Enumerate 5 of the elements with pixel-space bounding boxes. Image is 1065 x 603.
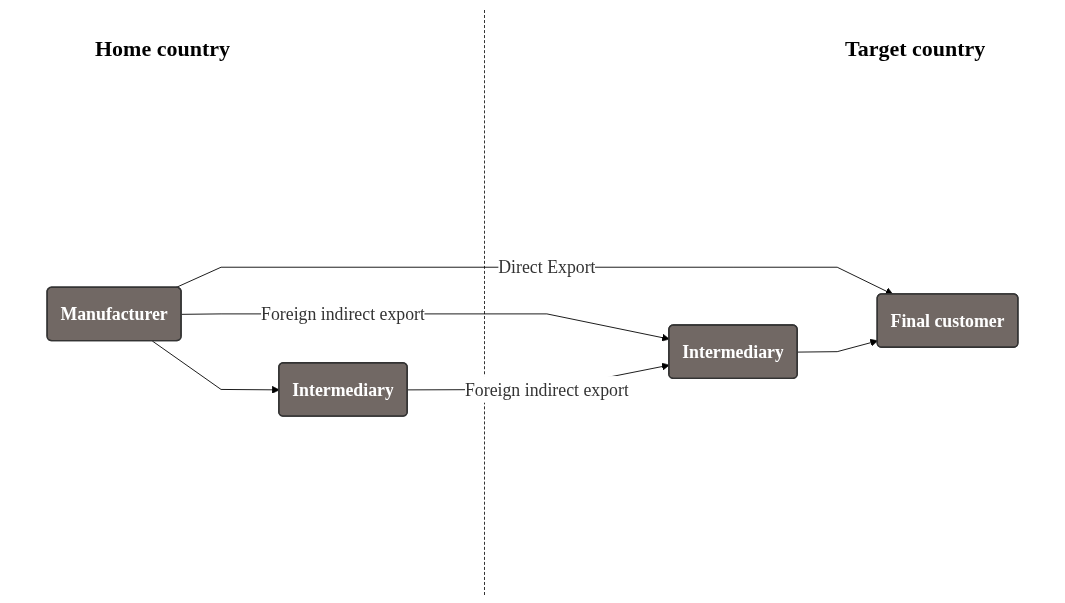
edge-label: Foreign indirect export: [261, 304, 425, 324]
region-heading: Home country: [95, 36, 231, 62]
edge-label: Direct Export: [498, 257, 596, 278]
region-heading: Target country: [845, 36, 986, 62]
edge-label: Foreign indirect export: [464, 379, 629, 400]
